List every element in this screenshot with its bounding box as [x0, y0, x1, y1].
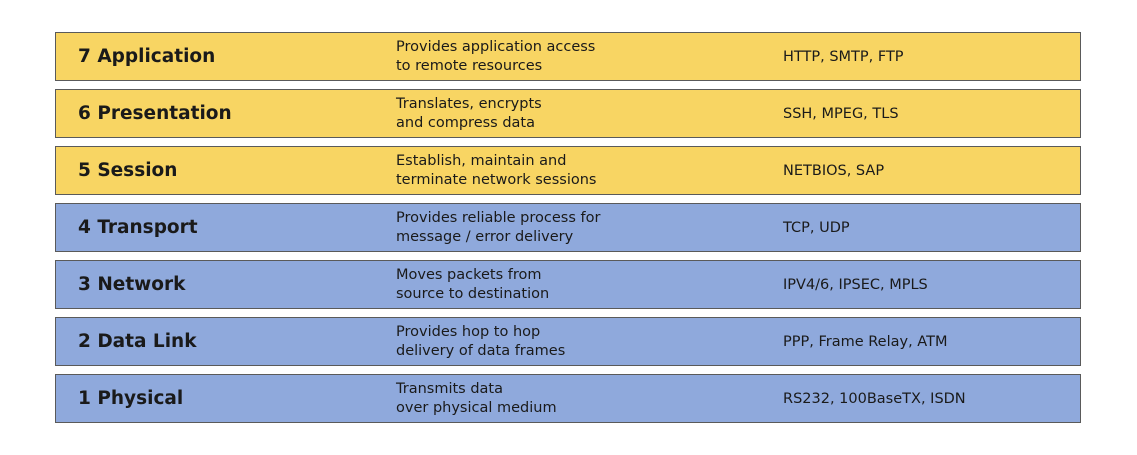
layer-row-network: 3 Network Moves packets from source to d…	[55, 260, 1081, 309]
layer-name: 3 Network	[78, 274, 186, 295]
layer-name: 4 Transport	[78, 217, 198, 238]
layer-protocols: HTTP, SMTP, FTP	[783, 48, 904, 65]
layer-protocols: SSH, MPEG, TLS	[783, 105, 899, 122]
layer-protocols: RS232, 100BaseTX, ISDN	[783, 390, 966, 407]
layer-description-line: over physical medium	[396, 399, 557, 416]
layer-row-application: 7 Application Provides application acces…	[55, 32, 1081, 81]
layer-description-line: Provides application access	[396, 38, 596, 55]
layer-description: Transmits data over physical medium	[396, 375, 557, 422]
layer-description: Translates, encrypts and compress data	[396, 90, 542, 137]
layer-description-line: Translates, encrypts	[396, 95, 542, 112]
layer-name: 7 Application	[78, 46, 216, 67]
layer-description: Moves packets from source to destination	[396, 261, 549, 308]
layer-description-line: delivery of data frames	[396, 342, 566, 359]
layer-description-line: Establish, maintain and	[396, 152, 567, 169]
layer-description-line: terminate network sessions	[396, 171, 597, 188]
layer-name: 5 Session	[78, 160, 178, 181]
layer-protocols: IPV4/6, IPSEC, MPLS	[783, 276, 928, 293]
layer-protocols: TCP, UDP	[783, 219, 850, 236]
layer-description-line: Transmits data	[396, 380, 503, 397]
layer-row-data-link: 2 Data Link Provides hop to hop delivery…	[55, 317, 1081, 366]
layer-description-line: Moves packets from	[396, 266, 542, 283]
layer-name: 1 Physical	[78, 388, 184, 409]
layer-row-physical: 1 Physical Transmits data over physical …	[55, 374, 1081, 423]
layer-protocols: PPP, Frame Relay, ATM	[783, 333, 948, 350]
layer-description-line: Provides hop to hop	[396, 323, 541, 340]
layer-description-line: to remote resources	[396, 57, 543, 74]
osi-layer-stack: 7 Application Provides application acces…	[55, 32, 1081, 431]
layer-protocols: NETBIOS, SAP	[783, 162, 885, 179]
layer-name: 2 Data Link	[78, 331, 197, 352]
layer-description: Establish, maintain and terminate networ…	[396, 147, 596, 194]
layer-description-line: Provides reliable process for	[396, 209, 601, 226]
layer-description-line: message / error delivery	[396, 228, 574, 245]
layer-description-line: source to destination	[396, 285, 550, 302]
layer-row-transport: 4 Transport Provides reliable process fo…	[55, 203, 1081, 252]
layer-row-session: 5 Session Establish, maintain and termin…	[55, 146, 1081, 195]
layer-description: Provides reliable process for message / …	[396, 204, 600, 251]
layer-name: 6 Presentation	[78, 103, 232, 124]
layer-row-presentation: 6 Presentation Translates, encrypts and …	[55, 89, 1081, 138]
layer-description-line: and compress data	[396, 114, 536, 131]
layer-description: Provides hop to hop delivery of data fra…	[396, 318, 565, 365]
layer-description: Provides application access to remote re…	[396, 33, 595, 80]
